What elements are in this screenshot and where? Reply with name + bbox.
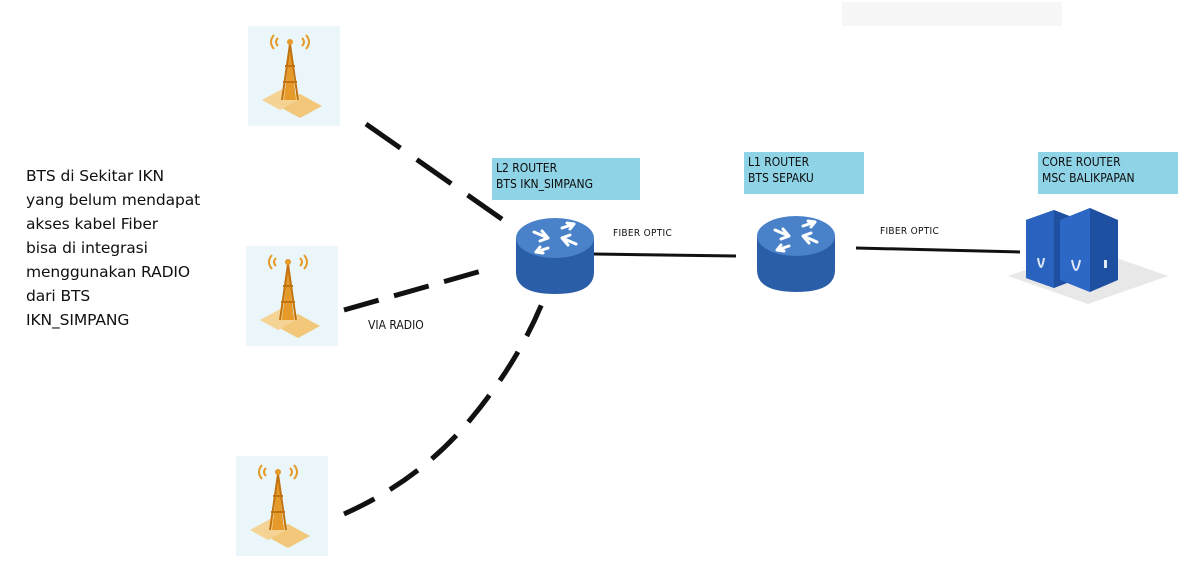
bts-tower-3 bbox=[236, 456, 328, 556]
bts-tower-icon bbox=[250, 464, 310, 548]
core-router-server-icon bbox=[1008, 208, 1168, 304]
fiber-link-2 bbox=[855, 246, 1021, 254]
explanation-note: BTS di Sekitar IKN yang belum mendapat a… bbox=[26, 167, 201, 329]
radio-link-1 bbox=[364, 121, 508, 225]
bts-tower-2 bbox=[246, 246, 338, 346]
l1-router-label: L1 ROUTER BTS SEPAKU bbox=[744, 152, 864, 194]
router-icon bbox=[757, 216, 835, 292]
core-router-label: CORE ROUTER MSC BALIKPAPAN bbox=[1038, 152, 1178, 194]
l2-router bbox=[512, 214, 598, 296]
bts-tower-1 bbox=[248, 26, 340, 126]
core-router-server bbox=[1008, 198, 1168, 306]
bts-tower-icon bbox=[262, 34, 322, 118]
fiber-optic-label-2: FIBER OPTIC bbox=[880, 226, 940, 237]
l2-router-label: L2 ROUTER BTS IKN_SIMPANG bbox=[492, 158, 640, 200]
l1-router bbox=[753, 212, 839, 294]
radio-link-2 bbox=[343, 265, 493, 313]
faded-region bbox=[842, 2, 1062, 26]
fiber-link-1 bbox=[593, 252, 737, 258]
bts-tower-icon bbox=[260, 254, 320, 338]
fiber-optic-label-1: FIBER OPTIC bbox=[613, 228, 673, 239]
via-radio-label: VIA RADIO bbox=[368, 318, 424, 332]
router-icon bbox=[516, 218, 594, 294]
radio-link-3 bbox=[342, 295, 548, 517]
